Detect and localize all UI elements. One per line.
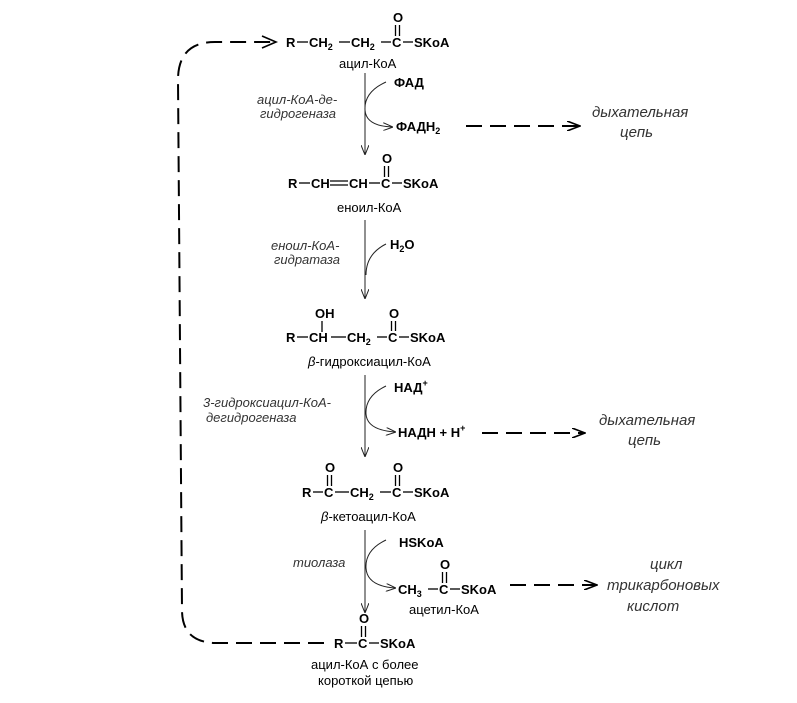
hydroxyacyl-coa-r: R xyxy=(286,330,296,345)
resp-chain-1-line2: цепь xyxy=(620,124,653,141)
hydroxyacyl-coa-oh: OH xyxy=(315,306,335,321)
short-acyl-coa-skoa: SKoA xyxy=(380,636,416,651)
short-acyl-coa-name-line2: короткой цепью xyxy=(318,673,413,688)
acyl-coa-skoa: SKoA xyxy=(414,35,450,50)
water-curve xyxy=(365,243,387,276)
recycle-loop-dashed xyxy=(176,41,324,644)
hydroxyacyl-coa-ch: CH xyxy=(309,330,328,345)
acetyl-coa-ch3: CH3 xyxy=(398,582,422,599)
hydroxyacyl-coa-skoa: SKoA xyxy=(410,330,446,345)
fad-label: ФАД xyxy=(394,75,425,90)
nad-label: НАД+ xyxy=(394,378,428,395)
hydroxyacyl-coa-c: C xyxy=(388,330,398,345)
tca-line3: кислот xyxy=(627,598,679,615)
tca-line2: трикарбоновых xyxy=(607,577,720,594)
short-acyl-coa-r: R xyxy=(334,636,344,651)
acyl-coa-r: R xyxy=(286,35,296,50)
short-acyl-coa-o: O xyxy=(359,611,369,626)
enoyl-coa-structure: R CH CH C O SKoA еноил-КоА xyxy=(288,151,439,215)
enzyme-acyl-coa-dehydrogenase-line1: ацил-КоА-де- xyxy=(257,92,338,107)
acyl-coa-o: O xyxy=(393,10,403,25)
ketoacyl-coa-c-second: C xyxy=(392,485,402,500)
enzyme-thiolase: тиолаза xyxy=(293,555,345,570)
acyl-coa-name: ацил-КоА xyxy=(339,56,397,71)
acyl-coa-ch2-first: CH2 xyxy=(309,35,333,52)
resp-chain-2-line2: цепь xyxy=(628,432,661,449)
enoyl-coa-c: C xyxy=(381,176,391,191)
resp-chain-1-line1: дыхательная xyxy=(592,104,688,121)
acyl-coa-c: C xyxy=(392,35,402,50)
short-acyl-coa-name-line1: ацил-КоА с более xyxy=(311,657,419,672)
enoyl-coa-skoa: SKoA xyxy=(403,176,439,191)
recycle-loop-arrowhead xyxy=(261,35,279,49)
tca-line1: цикл xyxy=(650,556,683,573)
enoyl-coa-o: O xyxy=(382,151,392,166)
hskoa-curve-arrow xyxy=(365,539,395,588)
ketoacyl-coa-o-first: O xyxy=(325,460,335,475)
ketoacyl-coa-structure: R C O CH2 C O SKoA β-кетоацил-КоА xyxy=(302,460,450,524)
enoyl-coa-name: еноил-КоА xyxy=(337,200,402,215)
enzyme-enoyl-coa-hydratase-line2: гидратаза xyxy=(274,252,340,267)
ketoacyl-coa-r: R xyxy=(302,485,312,500)
hydroxyacyl-coa-structure: R OH CH CH2 C O SKoA β-гидроксиацил-КоА xyxy=(286,306,446,369)
acyl-coa-structure: R CH2 CH2 C O SKoA ацил-КоА xyxy=(286,10,450,71)
ketoacyl-coa-skoa: SKoA xyxy=(414,485,450,500)
ketoacyl-coa-o-second: O xyxy=(393,460,403,475)
acetyl-coa-name: ацетил-КоА xyxy=(409,602,479,617)
enoyl-coa-ch-first: CH xyxy=(311,176,330,191)
fadh2-label: ФАДН2 xyxy=(396,119,440,136)
acetyl-coa-skoa: SKoA xyxy=(461,582,497,597)
enzyme-enoyl-coa-hydratase-line1: еноил-КоА- xyxy=(271,238,340,253)
enoyl-coa-ch-second: CH xyxy=(349,176,368,191)
ketoacyl-coa-c-first: C xyxy=(324,485,334,500)
short-acyl-coa-c: C xyxy=(358,636,368,651)
enzyme-hydroxyacyl-coa-dehydrogenase-line1: 3-гидроксиацил-КоА- xyxy=(203,395,332,410)
acyl-coa-ch2-second: CH2 xyxy=(351,35,375,52)
acetyl-coa-structure: CH3 C O SKoA ацетил-КоА xyxy=(398,557,497,617)
hskoa-label: HSKoA xyxy=(399,535,444,550)
ketoacyl-coa-name: β-кетоацил-КоА xyxy=(320,509,416,524)
hydroxyacyl-coa-name: β-гидроксиацил-КоА xyxy=(307,354,431,369)
hydroxyacyl-coa-o: O xyxy=(389,306,399,321)
acetyl-coa-o: O xyxy=(440,557,450,572)
water-label: H2O xyxy=(390,237,415,254)
nadh-label: НАДН + Н+ xyxy=(398,423,465,440)
resp-chain-2-line1: дыхательная xyxy=(599,412,695,429)
nad-curve-arrow xyxy=(365,385,395,432)
enoyl-coa-r: R xyxy=(288,176,298,191)
ketoacyl-coa-ch2: CH2 xyxy=(350,485,374,502)
acetyl-coa-c: C xyxy=(439,582,449,597)
hydroxyacyl-coa-ch2: CH2 xyxy=(347,330,371,347)
enzyme-acyl-coa-dehydrogenase-line2: гидрогеназа xyxy=(260,106,336,121)
fad-curve-arrow xyxy=(364,81,392,127)
short-acyl-coa-structure: R C O SKoA ацил-КоА с более короткой цеп… xyxy=(311,611,419,688)
enzyme-hydroxyacyl-coa-dehydrogenase-line2: дегидрогеназа xyxy=(206,410,296,425)
